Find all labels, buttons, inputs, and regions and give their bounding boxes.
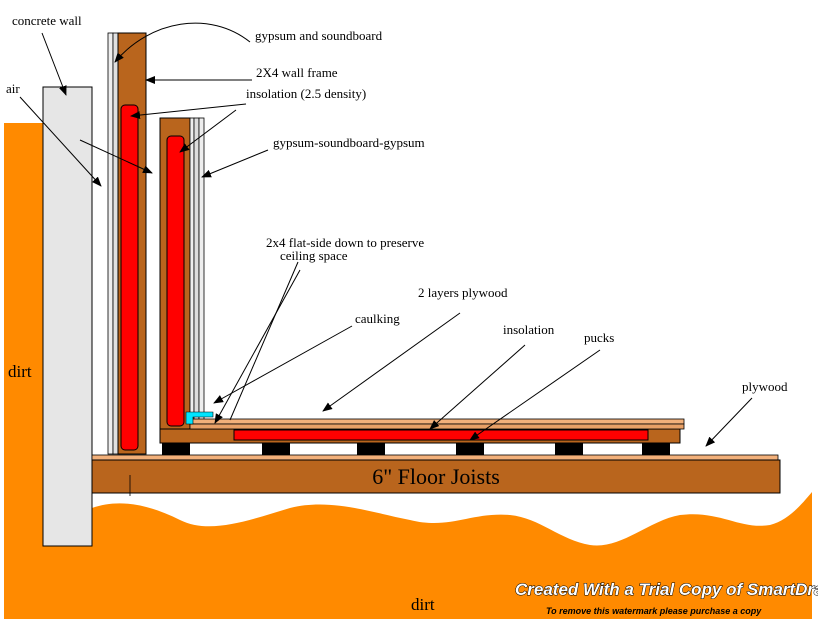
plywood-layer-2	[189, 423, 685, 430]
gypsum-soundboard-gypsum-2	[193, 117, 200, 426]
gypsum-soundboard-outer	[107, 32, 114, 455]
arrow-gypsum-soundboard	[114, 22, 251, 63]
flat-side-label-line1: 2x4 flat-side down to preserve	[266, 235, 424, 250]
pucks-group	[162, 443, 670, 455]
arrow-inner-insolation	[179, 109, 237, 153]
dirt-bottom-label: dirt	[411, 595, 435, 614]
arrow-plywood-2-layers	[322, 312, 461, 412]
air-label: air	[6, 81, 20, 96]
wall-insulation	[120, 104, 139, 451]
insolation-floor-label: insolation	[503, 322, 555, 337]
watermark-main: Created With a Trial Copy of SmartDraw	[515, 580, 818, 599]
arrow-insolation-wall	[130, 103, 247, 120]
arrow-plywood	[705, 397, 753, 447]
plywood-2-layers-label: 2 layers plywood	[418, 285, 508, 300]
floor-insulation	[233, 429, 649, 441]
watermark-sub: To remove this watermark please purchase…	[546, 606, 762, 616]
gypsum-soundboard-gypsum-label: gypsum-soundboard-gypsum	[273, 135, 425, 150]
puck	[456, 443, 484, 455]
puck	[555, 443, 583, 455]
inner-wall-insulation	[166, 135, 185, 427]
gypsum-soundboard-gypsum-1	[189, 117, 195, 426]
subfloor-plywood	[91, 454, 779, 461]
arrow-pucks	[469, 349, 601, 441]
arrow-gypsum-soundboard-gypsum	[201, 149, 269, 178]
arrow-concrete-wall	[41, 32, 67, 96]
insolation-wall-label: insolation (2.5 density)	[246, 86, 366, 101]
arrow-air-2	[79, 139, 153, 174]
puck	[162, 443, 190, 455]
gypsum-soundboard-gypsum-3	[198, 117, 205, 426]
dirt-left-label: dirt	[8, 362, 32, 381]
gypsum-soundboard-label: gypsum and soundboard	[255, 28, 383, 43]
floor-joists	[91, 459, 781, 494]
dirt-bottom-region	[92, 492, 812, 619]
plywood-label: plywood	[742, 379, 788, 394]
puck	[642, 443, 670, 455]
concrete-wall	[42, 86, 93, 547]
arrow-caulking	[213, 325, 353, 404]
puck	[357, 443, 385, 455]
concrete-wall-label: concrete wall	[12, 13, 82, 28]
floor-joists-label: 6" Floor Joists	[372, 464, 500, 489]
puck	[262, 443, 290, 455]
dirt-under-wall	[44, 545, 94, 619]
dirt-left-region	[4, 123, 44, 619]
caulking	[185, 411, 214, 425]
pucks-label: pucks	[584, 330, 614, 345]
leader-arrows	[19, 22, 753, 447]
flat-side-label-line2: ceiling space	[280, 248, 348, 263]
gypsum-soundboard-outer-2	[112, 32, 119, 455]
arrow-flat-side-2	[229, 261, 299, 421]
caulking-label: caulking	[355, 311, 400, 326]
arrow-flat-side	[214, 269, 301, 424]
arrow-air	[19, 96, 102, 187]
wall-frame-label: 2X4 wall frame	[256, 65, 338, 80]
arrow-insolation-floor	[429, 344, 526, 430]
